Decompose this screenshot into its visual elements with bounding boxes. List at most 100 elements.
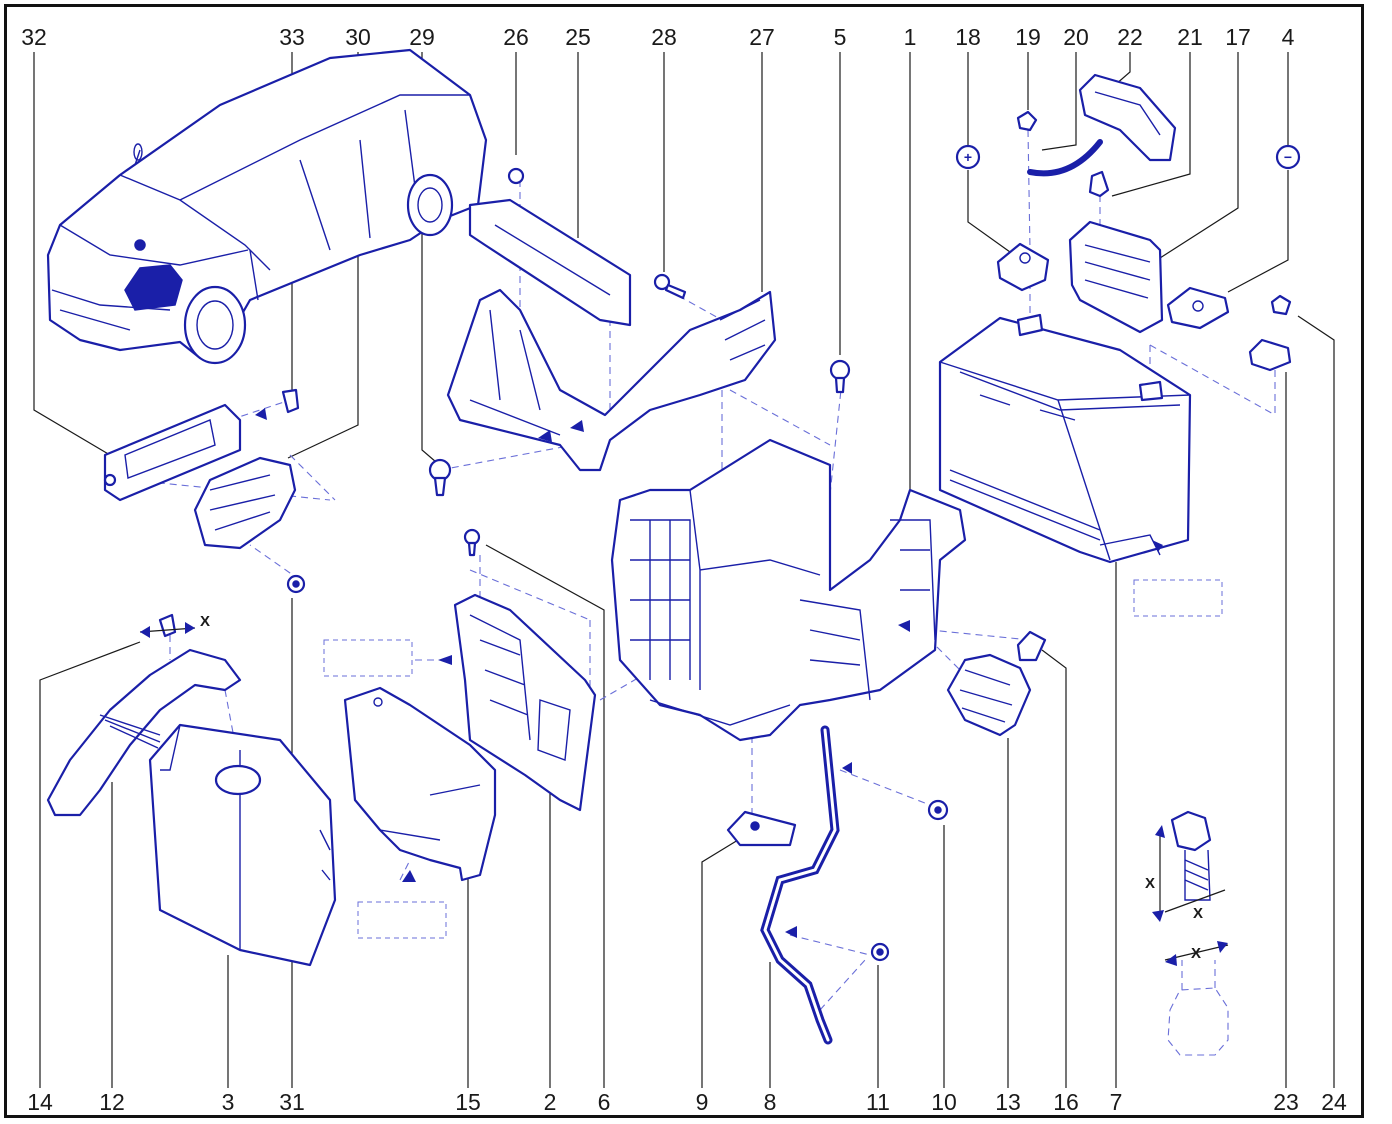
- part-7-battery: [938, 313, 1192, 564]
- part-5: [829, 359, 851, 394]
- label-10: 10: [931, 1089, 957, 1115]
- label-1: 1: [904, 24, 917, 50]
- label-17: 17: [1225, 24, 1251, 50]
- part-28: [653, 273, 687, 300]
- part-23: [1248, 338, 1292, 372]
- part-33: [281, 388, 300, 414]
- part-14: [158, 613, 177, 638]
- label-9: 9: [696, 1089, 709, 1115]
- label-25: 25: [565, 24, 591, 50]
- label-13: 13: [995, 1089, 1021, 1115]
- positive-symbol: [955, 144, 981, 170]
- label-28: 28: [651, 24, 677, 50]
- leader-24: [1297, 315, 1335, 1088]
- leader-16: [1041, 649, 1067, 1088]
- label-24: 24: [1321, 1089, 1347, 1115]
- label-8: 8: [764, 1089, 777, 1115]
- label-26: 26: [503, 24, 529, 50]
- part-26: [507, 167, 525, 185]
- label-22: 22: [1117, 24, 1143, 50]
- part-21: [1088, 170, 1110, 198]
- part-27: [446, 288, 777, 472]
- part-2: [453, 593, 597, 812]
- dimension-x-1: X: [1145, 875, 1155, 892]
- label-2: 2: [544, 1089, 557, 1115]
- tray-accessories: [946, 630, 1047, 737]
- leader-22: [1114, 52, 1131, 86]
- part-12: [46, 648, 242, 817]
- leader-20: [1041, 52, 1077, 151]
- label-15: 15: [455, 1089, 481, 1115]
- terminal-symbols: + −: [955, 144, 1301, 170]
- leader-4b: [1227, 170, 1289, 293]
- label-23: 23: [1273, 1089, 1299, 1115]
- reference-boxes: [323, 579, 1223, 939]
- label-32: 32: [21, 24, 47, 50]
- part-30: [193, 456, 297, 550]
- part-17: [1068, 220, 1164, 334]
- battery-shield: [468, 167, 632, 327]
- part-8-vent-hose: [760, 725, 840, 1045]
- label-33: 33: [279, 24, 305, 50]
- part-22: [1078, 73, 1177, 162]
- leader-32: [33, 52, 111, 456]
- part-13: [946, 653, 1032, 737]
- part-9: [726, 810, 797, 847]
- dimension-x-14: X: [200, 613, 210, 630]
- part-25: [468, 198, 632, 327]
- intake-duct-and-tank: [46, 613, 337, 967]
- part-15: [343, 686, 497, 882]
- part-20: [1027, 139, 1103, 177]
- vehicle-overview: [46, 48, 488, 365]
- label-14: 14: [27, 1089, 53, 1115]
- direction-arrows: [255, 408, 1163, 938]
- label-3: 3: [222, 1089, 235, 1115]
- positive-sign: +: [964, 149, 972, 165]
- hose-clips: [870, 799, 949, 962]
- dimension-x-3: X: [1191, 945, 1201, 962]
- leader-18b: [967, 170, 1011, 253]
- part-24: [1270, 294, 1292, 316]
- label-19: 19: [1015, 24, 1041, 50]
- part-4: [1166, 286, 1230, 330]
- dimension-marker-14: X: [139, 613, 210, 638]
- label-21: 21: [1177, 24, 1203, 50]
- mounting-bracket: [453, 528, 597, 812]
- negative-sign: −: [1284, 149, 1292, 165]
- bottom-labels: 14 12 3 31 15 2 6 9 8 11 10 13 16 7 23 2…: [27, 1089, 1347, 1115]
- leader-21: [1111, 52, 1191, 197]
- part-1-battery-tray: [610, 438, 967, 742]
- dimension-x-2: X: [1193, 905, 1203, 922]
- air-intake-assembly: [103, 388, 306, 594]
- label-16: 16: [1053, 1089, 1079, 1115]
- part-29: [428, 458, 452, 497]
- part-16: [1016, 630, 1047, 662]
- label-12: 12: [99, 1089, 125, 1115]
- label-27: 27: [749, 24, 775, 50]
- ground-terminal: [1248, 294, 1292, 372]
- part-32: [103, 403, 242, 502]
- leader-6: [485, 544, 605, 1088]
- leader-17: [1159, 52, 1239, 259]
- part-3: [148, 723, 337, 967]
- leader-14: [39, 641, 141, 1088]
- label-4: 4: [1282, 24, 1295, 50]
- label-30: 30: [345, 24, 371, 50]
- label-11: 11: [866, 1089, 890, 1115]
- part-19: [1016, 110, 1038, 132]
- label-7: 7: [1110, 1089, 1123, 1115]
- top-labels: 32 33 30 29 26 25 28 27 5 1 18 19 20 22 …: [21, 24, 1294, 50]
- label-31: 31: [279, 1089, 305, 1115]
- label-6: 6: [598, 1089, 611, 1115]
- leader-9: [701, 839, 739, 1088]
- battery-location-highlight: [124, 264, 183, 311]
- label-29: 29: [409, 24, 435, 50]
- terminal-cover-parts: [1016, 73, 1177, 198]
- label-5: 5: [834, 24, 847, 50]
- label-18: 18: [955, 24, 981, 50]
- negative-symbol: [1275, 144, 1301, 170]
- dimension-detail: X X X: [1145, 810, 1229, 1056]
- part-18: [996, 242, 1050, 292]
- leader-lines: [33, 52, 1335, 1088]
